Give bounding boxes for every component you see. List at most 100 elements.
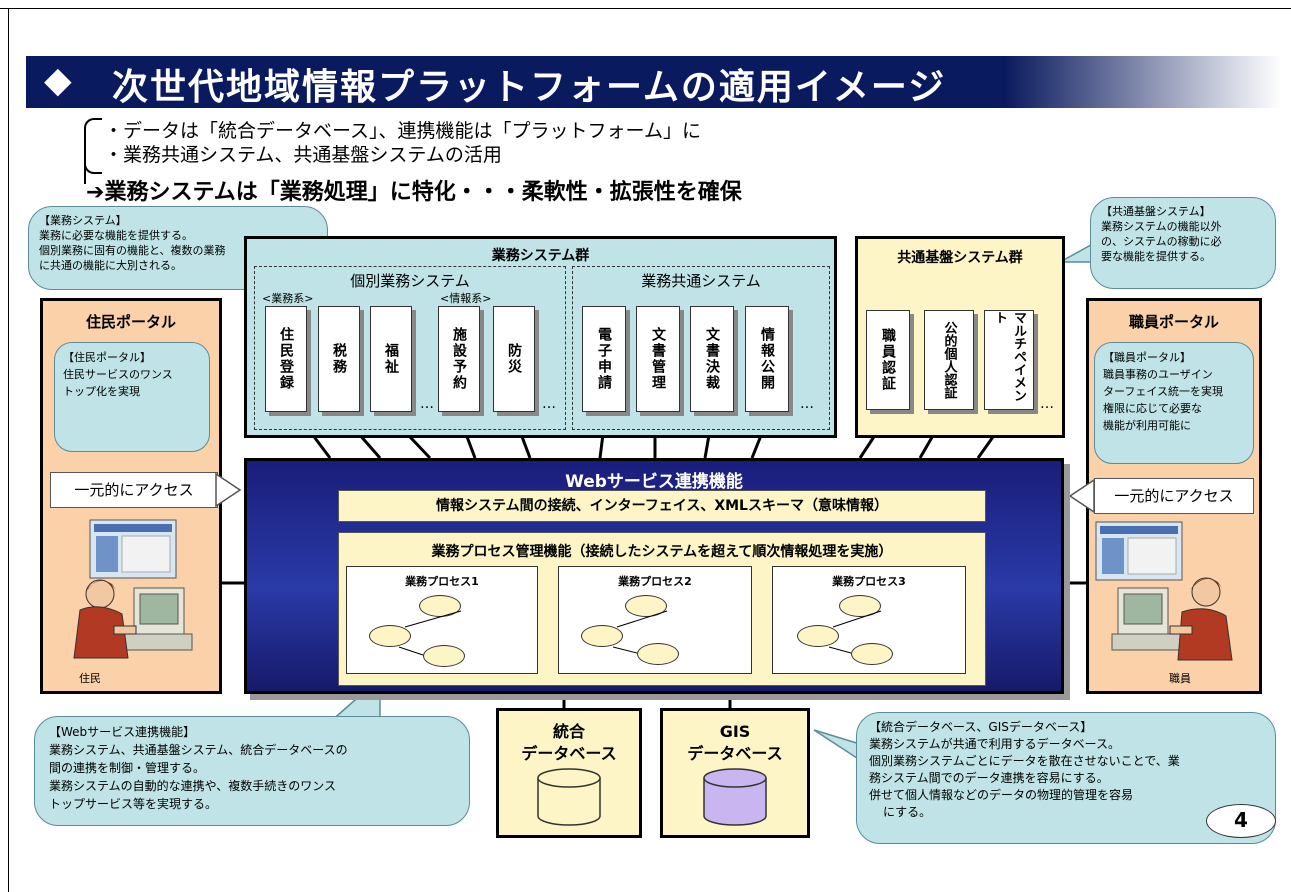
database-cylinder-icon	[703, 768, 767, 826]
callout-line: に共通の機能に大別される。	[39, 259, 182, 272]
process-node	[637, 643, 679, 665]
left-border	[8, 8, 9, 892]
resident-access-label: 一元的にアクセス	[50, 472, 218, 508]
callout-line: 併せて個人情報などのデータの物理的管理を容易	[869, 788, 1134, 802]
callout-line: 間の連携を制御・管理する。	[49, 761, 206, 775]
staff-portal-callout: 【職員ポータル】 職員事務のユーザイン ターフェイス統一を実現 権限に応じて必要…	[1094, 342, 1254, 464]
staff-access-label: 一元的にアクセス	[1094, 478, 1254, 514]
system-box: 施設予約	[438, 306, 480, 412]
callout-line: 務システム間でのデータ連携を容易にする。	[869, 771, 1109, 785]
callout-kyotsu-kiban: 【共通基盤システム】 業務システムの機能以外 の、システムの稼動に必 要な機能を…	[1090, 197, 1276, 289]
process-title: 業務プロセス1	[405, 575, 479, 588]
callout-line: 職員事務のユーザイン	[1103, 368, 1213, 381]
callout-head: 【共通基盤システム】	[1101, 205, 1211, 218]
individual-system-area	[254, 266, 566, 430]
group-title: 業務システム群	[491, 248, 590, 264]
process-title: 業務プロセス2	[618, 575, 692, 588]
callout-line: 個別業務システムごとにデータを散在させないことで、業	[869, 754, 1180, 768]
individual-system-title: 個別業務システム	[350, 272, 470, 290]
callout-line: の、システムの稼動に必	[1101, 235, 1222, 248]
system-box: 情報公開	[745, 306, 789, 412]
process-box-2: 業務プロセス2	[558, 566, 752, 674]
page-title: 次世代地域情報プラットフォームの適用イメージ	[112, 67, 947, 108]
process-node	[839, 595, 881, 617]
conclusion-text: ➔業務システムは「業務処理」に特化・・・柔軟性・拡張性を確保	[86, 174, 742, 206]
callout-web-service: 【Webサービス連携機能】 業務システム、共通基盤システム、統合データベースの …	[34, 716, 470, 826]
database-cylinder-icon	[537, 768, 601, 826]
portal-title: 職員ポータル	[1128, 313, 1219, 331]
resident-computer-icon	[73, 519, 193, 659]
arrow-left-icon	[1068, 478, 1095, 514]
system-box: 公的個人認証	[924, 310, 974, 410]
bullet-2: ・業務共通システム、共通基盤システムの活用	[104, 144, 502, 166]
system-box: 電子申請	[582, 306, 626, 412]
process-node	[369, 625, 411, 647]
process-box-1: 業務プロセス1	[346, 566, 538, 674]
resident-portal-callout: 【住民ポータル】 住民サービスのワンス トップ化を実現	[54, 342, 210, 452]
ellipsis: …	[420, 396, 434, 412]
db-title-line1: GIS	[719, 722, 751, 741]
ellipsis: …	[800, 396, 814, 412]
process-management-title: 業務プロセス管理機能（接続したシステムを超えて順次情報処理を実施）	[431, 544, 893, 560]
interface-bar: 情報システム間の接続、インターフェイス、XMLスキーマ（意味情報）	[338, 490, 986, 522]
title-diamond-icon: ◆	[44, 60, 72, 101]
system-box: 住民登録	[265, 306, 307, 412]
callout-line: ターフェイス統一を実現	[1103, 385, 1224, 398]
ellipsis: …	[1040, 396, 1054, 412]
process-arrows	[828, 610, 882, 654]
callout-line: トップ化を実現	[63, 385, 140, 398]
process-arrows	[612, 610, 668, 654]
system-box: 福祉	[370, 306, 412, 412]
shared-system-area	[572, 266, 830, 430]
callout-line: 権限に応じて必要な	[1103, 402, 1202, 415]
callout-head: 【職員ポータル】	[1103, 351, 1191, 364]
ellipsis: …	[542, 396, 556, 412]
page-number: 4	[1206, 804, 1276, 838]
resident-label: 住民	[79, 672, 101, 685]
callout-head: 【業務システム】	[39, 214, 127, 227]
callout-line: 要な機能を提供する。	[1101, 250, 1211, 263]
callout-pointer-db	[813, 729, 861, 762]
shared-system-title: 業務共通システム	[641, 272, 761, 290]
system-box: 文書決裁	[690, 306, 734, 412]
process-node	[851, 643, 893, 665]
system-box: 文書管理	[636, 306, 680, 412]
process-node	[625, 595, 667, 617]
subgroup-label-joho: <情報系>	[440, 292, 492, 305]
callout-head: 【Webサービス連携機能】	[49, 725, 196, 739]
bullet-connector	[84, 150, 86, 184]
callout-head: 【統合データベース、GISデータベース】	[869, 720, 1093, 734]
staff-computer-icon	[1095, 521, 1233, 661]
callout-line: 住民サービスのワンス	[63, 368, 173, 381]
subgroup-label-gyomu: <業務系>	[262, 292, 314, 305]
top-border	[0, 8, 1291, 9]
callout-line: 業務システム、共通基盤システム、統合データベースの	[49, 743, 348, 757]
process-node	[797, 625, 839, 647]
title-bar	[26, 56, 1281, 108]
conclusion-label: 業務システムは「業務処理」に特化・・・柔軟性・拡張性を確保	[104, 180, 742, 205]
callout-line: 業務システムが共通で利用するデータベース。	[869, 737, 1121, 751]
system-box: 税務	[318, 306, 360, 412]
db-title-line2: データベース	[687, 744, 783, 763]
bullet-1: ・データは「統合データベース」、連携機能は「プラットフォーム」に	[104, 120, 701, 142]
arrow-right-icon	[215, 472, 242, 508]
db-title-line2: データベース	[521, 744, 617, 763]
system-box: 防災	[493, 306, 535, 412]
process-title: 業務プロセス3	[832, 575, 906, 588]
arrow-right-icon: ➔	[86, 180, 105, 205]
process-node	[423, 645, 465, 667]
callout-line: 個別業務に固有の機能と、複数の業務	[39, 244, 226, 257]
staff-label: 職員	[1169, 672, 1191, 685]
callout-line: にする。	[883, 805, 932, 819]
group-title: 共通基盤システム群	[897, 250, 1023, 266]
callout-line: 業務システムの自動的な連携や、複数手続きのワンス	[49, 779, 337, 793]
callout-head: 【住民ポータル】	[63, 351, 151, 364]
portal-title: 住民ポータル	[85, 313, 176, 331]
web-service-title: Webサービス連携機能	[565, 472, 743, 492]
process-node	[581, 625, 623, 647]
process-arrows	[398, 610, 462, 656]
integrated-database: 統合 データベース	[496, 708, 642, 838]
db-title-line1: 統合	[552, 722, 585, 741]
callout-line: 業務システムの機能以外	[1101, 220, 1222, 233]
system-box: マルチペイメント	[984, 310, 1034, 410]
